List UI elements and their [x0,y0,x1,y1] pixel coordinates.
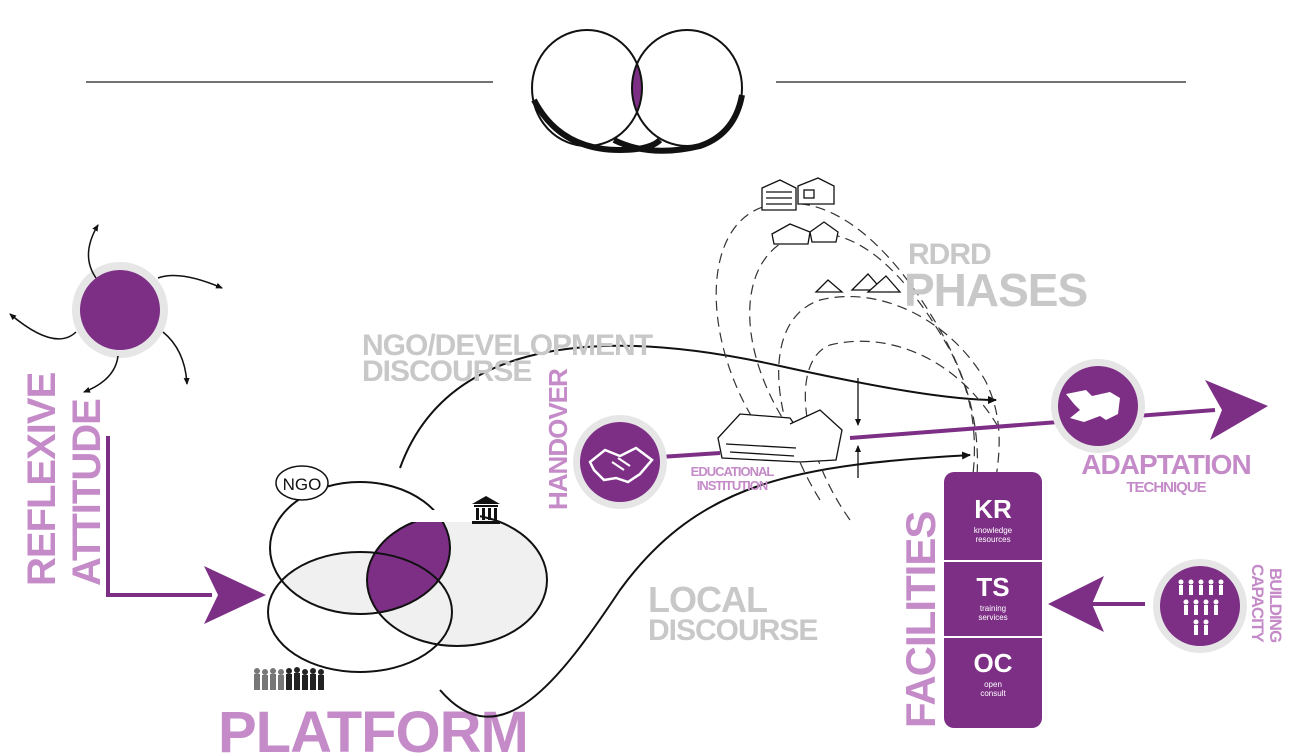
facilities-label: FACILITIES [897,512,944,728]
ngo-discourse-label-2: DISCOURSE [362,355,531,388]
educational-label-1: EDUCATIONAL [691,464,775,479]
facility-oc-desc-2: consult [980,689,1006,698]
facility-oc-desc-1: open [984,680,1002,689]
attitude-label: ATTITUDE [65,399,109,586]
people-group-icon [1153,559,1247,653]
facility-ts-desc-2: services [978,613,1008,622]
facility-ts-desc-1: training [979,604,1007,613]
facility-ts-abbr: TS [976,572,1010,602]
platform-venn [267,481,548,673]
local-discourse-label-1: LOCAL [648,579,767,620]
facility-oc: OC open consult [944,650,1042,698]
reflexive-label: REFLEXIVE [20,372,64,586]
facility-ts: TS training services [944,574,1042,622]
ngo-bubble: NGO [275,465,329,501]
phases-label: PHASES [904,264,1087,316]
facility-divider [944,560,1042,562]
adaptation-label: ADAPTATION [1081,449,1250,480]
educational-label-2: INSTITUTION [697,478,768,493]
capacity-label: CAPACITY [1248,564,1267,643]
haiti-map-icon [1051,359,1145,453]
institution-building-icon [472,496,500,524]
facility-kr: KR knowledge resources [944,496,1042,544]
handshake-icon [573,415,667,509]
ngo-label: NGO [283,475,322,494]
local-discourse-arrow [439,451,971,718]
globe-arrows-icon [9,224,223,393]
ngo-discourse-label-1: NGO/DEVELOPMENT [362,329,653,362]
technique-label: TECHNIQUE [1126,479,1206,496]
reflexive-arrow [106,436,266,624]
handover-label: HANDOVER [543,368,573,510]
rdrd-phase-loops [715,202,1001,581]
main-flow-arrow [659,380,1268,459]
local-discourse-label-2: DISCOURSE [648,614,817,647]
house-sketch-icon [717,177,902,463]
building-label: BUILDING [1266,568,1285,643]
platform-label: PLATFORM [218,700,528,756]
facility-kr-desc-1: knowledge [973,526,1013,535]
facility-divider [944,636,1042,638]
capacity-arrow [1048,576,1145,632]
facility-oc-abbr: OC [973,648,1013,678]
facilities-panel: KR knowledge resources TS training servi… [944,472,1042,728]
header-logo [86,27,1186,154]
crowd-silhouette-icon [254,667,324,690]
rdrd-label: RDRD [908,238,991,271]
facility-kr-desc-2: resources [975,535,1011,544]
facility-kr-abbr: KR [974,494,1012,524]
